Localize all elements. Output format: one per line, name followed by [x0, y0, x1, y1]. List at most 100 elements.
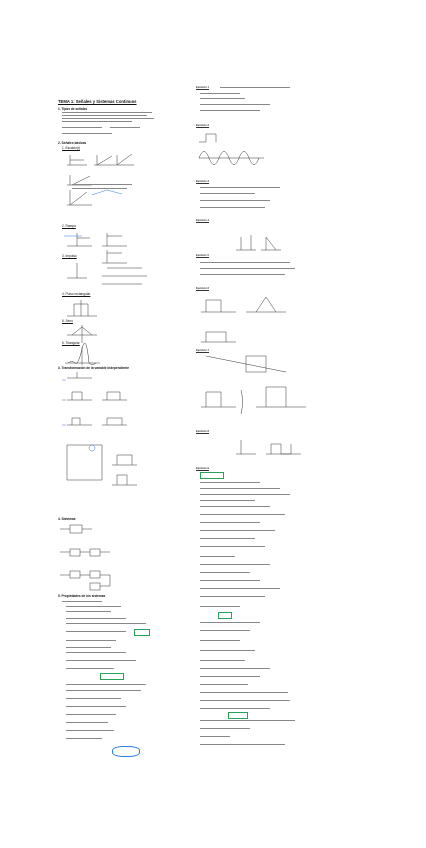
- text-line: [62, 118, 154, 119]
- text-line: [66, 690, 141, 691]
- highlight-box: [228, 712, 248, 719]
- text-line: [62, 112, 152, 113]
- text-line: [200, 564, 270, 565]
- highlight-box: [200, 472, 224, 479]
- section-signal-types: 1. Tipos de señales: [58, 107, 88, 111]
- text-line: [200, 506, 270, 507]
- sinc-sketch: [65, 342, 100, 365]
- section-system-properties: 5. Propiedades de los sistemas: [58, 594, 106, 598]
- text-line: [66, 652, 126, 653]
- text-line: [200, 262, 290, 263]
- highlight-box: [100, 673, 124, 680]
- text-line: [200, 514, 285, 515]
- text-line: [200, 110, 260, 111]
- highlight-ellipse: [112, 746, 140, 757]
- text-line: [200, 606, 240, 607]
- exercise-8-heading: Ejercicio 8: [196, 430, 209, 433]
- subsection-ramp: 2. Rampa: [62, 224, 76, 228]
- highlight-box: [134, 629, 150, 636]
- text-line: [200, 640, 240, 641]
- text-line: [200, 193, 255, 194]
- subsection-sine: 5. Seno: [62, 319, 73, 323]
- text-line: [66, 730, 114, 731]
- text-line: [66, 714, 116, 715]
- text-line: [200, 692, 288, 693]
- text-line: [200, 708, 270, 709]
- text-line: [66, 706, 126, 707]
- text-line: [200, 622, 260, 623]
- exercise-4-sketches: [236, 235, 281, 251]
- exercise-3-heading: Ejercicio 3: [196, 180, 209, 183]
- subsection-rect-pulse: 4. Pulso rectangular: [62, 292, 91, 296]
- subsection-impulse: 3. Impulso: [62, 254, 77, 258]
- subsection-triangular: 6. Triangular: [62, 341, 80, 345]
- exercise-9-heading: Ejercicio 9: [196, 467, 209, 470]
- transformation-sketches: [62, 372, 137, 486]
- text-line: [66, 631, 126, 632]
- exercise-1-heading: Ejercicio 1: [196, 86, 209, 89]
- subsection-step: 1. Escalón(t): [62, 146, 80, 150]
- exercise-5-heading: Ejercicio 5: [196, 254, 209, 257]
- text-line: [66, 618, 126, 619]
- text-line: [200, 556, 235, 557]
- text-line: [200, 104, 270, 105]
- text-line: [220, 87, 290, 88]
- text-line: [66, 722, 108, 723]
- text-line: [200, 676, 260, 677]
- text-line: [200, 200, 270, 201]
- exercise-6-heading: Ejercicio 6: [196, 287, 209, 290]
- text-line: [200, 744, 285, 745]
- impulse-sketches: [67, 263, 147, 285]
- text-line: [200, 187, 280, 188]
- exercise-6-sketches: [201, 296, 286, 343]
- section-basic-signals: 2. Señales básicas: [58, 141, 87, 145]
- text-line: [66, 698, 121, 699]
- document-title: TEMA 1: Señales y Sistemas Continuos: [58, 99, 137, 104]
- system-block-diagrams: [60, 524, 111, 591]
- highlight-box: [218, 612, 232, 619]
- text-line: [66, 668, 114, 669]
- text-line: [66, 647, 111, 648]
- text-line: [200, 736, 230, 737]
- text-line: [72, 188, 127, 189]
- text-line: [200, 720, 295, 721]
- text-line: [200, 588, 280, 589]
- text-line: [200, 668, 270, 669]
- exercise-7-sketches: [201, 355, 306, 415]
- text-line: [200, 546, 265, 547]
- exercise-2-heading: Ejercicio 2: [196, 124, 209, 127]
- text-line: [200, 500, 255, 501]
- text-line: [62, 121, 132, 122]
- text-line: [200, 93, 240, 94]
- text-line: [200, 274, 285, 275]
- section-transformations: 3. Transformación de la variable indepen…: [58, 366, 130, 370]
- text-line: [200, 650, 255, 651]
- text-line: [62, 601, 102, 602]
- text-line: [62, 115, 147, 116]
- section-systems: 4. Sistemas: [58, 517, 76, 521]
- text-line: [200, 660, 245, 661]
- text-line: [200, 538, 255, 539]
- text-line: [200, 488, 280, 489]
- ramp-sketches: [64, 233, 127, 264]
- step-ramp-sketches: [67, 153, 134, 206]
- text-line: [66, 611, 111, 612]
- text-line: [66, 660, 136, 661]
- text-line: [200, 596, 265, 597]
- text-line: [200, 700, 290, 701]
- text-line: [200, 494, 290, 495]
- text-line: [200, 207, 265, 208]
- text-line: [200, 728, 250, 729]
- text-line: [66, 623, 146, 624]
- text-line: [200, 482, 260, 483]
- text-line: [66, 606, 121, 607]
- text-line: [200, 630, 250, 631]
- exercise-7-heading: Ejercicio 7: [196, 349, 209, 352]
- text-line: [200, 684, 248, 685]
- exercise-4-heading: Ejercicio 4: [196, 219, 209, 222]
- text-line: [200, 268, 295, 269]
- text-line: [200, 580, 260, 581]
- text-line: [72, 184, 132, 185]
- text-line: [66, 684, 146, 685]
